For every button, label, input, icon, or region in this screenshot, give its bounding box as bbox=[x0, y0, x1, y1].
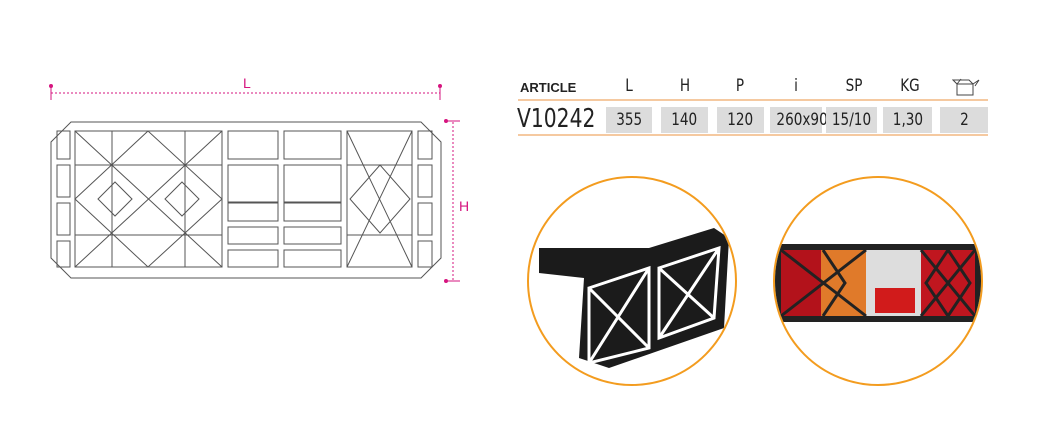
length-label: L bbox=[243, 75, 251, 91]
cell-sp: 15/10 bbox=[826, 107, 877, 133]
divider bbox=[518, 134, 988, 136]
header-kg: KG bbox=[900, 76, 920, 96]
header-article: ARTICLE bbox=[520, 80, 577, 95]
cell-i: 260x90 bbox=[770, 107, 828, 133]
cell-kg: 1,30 bbox=[883, 107, 932, 133]
divider bbox=[518, 99, 988, 101]
header-h: H bbox=[679, 76, 691, 96]
cell-box: 2 bbox=[940, 107, 988, 133]
header-i: i bbox=[794, 76, 798, 96]
header-p: P bbox=[735, 76, 745, 96]
photo-bracket bbox=[527, 176, 737, 386]
header-l: L bbox=[625, 76, 633, 96]
article-code: V10242 bbox=[517, 104, 596, 134]
header-sp: SP bbox=[845, 76, 863, 96]
box-icon bbox=[952, 78, 980, 96]
cell-l: 355 bbox=[606, 107, 652, 133]
photo-lamp bbox=[773, 176, 983, 386]
cell-p: 120 bbox=[717, 107, 764, 133]
cell-h: 140 bbox=[661, 107, 708, 133]
lamp-grille-drawing bbox=[49, 84, 460, 283]
height-label: H bbox=[459, 198, 470, 214]
